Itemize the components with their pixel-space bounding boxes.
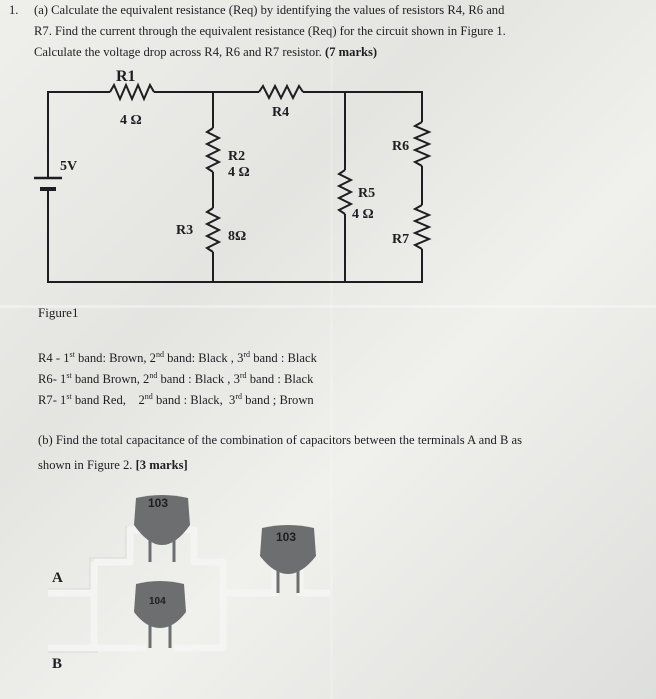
figure-1-caption: Figure1	[38, 305, 79, 320]
r1-label: R1	[116, 68, 136, 85]
r2-value: 4 Ω	[228, 165, 250, 180]
r7-resistor	[412, 204, 432, 250]
part-a-line1: (a) Calculate the equivalent resistance …	[34, 3, 505, 17]
source-label: 5V	[60, 159, 77, 174]
part-b-line2-text: shown in Figure 2.	[38, 458, 133, 472]
r5-label: R5	[358, 186, 375, 201]
capacitor-right-label: 103	[276, 530, 296, 544]
r6-label: R6	[392, 139, 409, 154]
part-a-line3: Calculate the voltage drop across R4, R6…	[34, 45, 377, 60]
question-number: 1.	[9, 3, 19, 17]
part-b-marks: [3 marks]	[135, 458, 188, 472]
terminal-a-label: A	[52, 570, 63, 586]
r1-resistor	[109, 82, 155, 102]
capacitor-bottom-label: 104	[149, 596, 166, 607]
terminal-b-label: B	[52, 656, 62, 672]
band-line-r6: R6- 1st band Brown, 2nd band : Black , 3…	[38, 371, 314, 387]
r3-resistor	[204, 207, 222, 253]
r6-resistor	[412, 121, 432, 167]
capacitor-top-body	[134, 495, 190, 545]
r2-label: R2	[228, 149, 245, 164]
r4-label: R4	[272, 105, 289, 120]
paper-fold	[330, 0, 333, 699]
r2-resistor	[204, 127, 222, 173]
paper-fold	[0, 305, 656, 308]
capacitor-top-label: 103	[148, 496, 168, 510]
r5-value: 4 Ω	[352, 207, 374, 222]
r5-resistor	[336, 169, 354, 215]
r3-value: 8Ω	[228, 229, 246, 244]
r3-label: R3	[176, 223, 193, 238]
r1-value: 4 Ω	[120, 113, 142, 128]
part-a-marks: (7 marks)	[325, 45, 378, 59]
capacitor-right-body	[260, 525, 316, 574]
part-a-line3-text: Calculate the voltage drop across R4, R6…	[34, 45, 322, 59]
band-line-r7: R7- 1st band Red, 2nd band : Black, 3rd …	[38, 392, 314, 408]
part-a-line2: R7. Find the current through the equival…	[34, 24, 506, 38]
band-line-r4: R4 - 1st band: Brown, 2nd band: Black , …	[38, 350, 317, 366]
r7-label: R7	[392, 232, 409, 247]
part-b-line1: (b) Find the total capacitance of the co…	[38, 433, 522, 447]
part-b-line2: shown in Figure 2. [3 marks]	[38, 458, 188, 473]
capacitor-bottom-body	[134, 581, 186, 628]
r4-resistor	[258, 83, 304, 101]
